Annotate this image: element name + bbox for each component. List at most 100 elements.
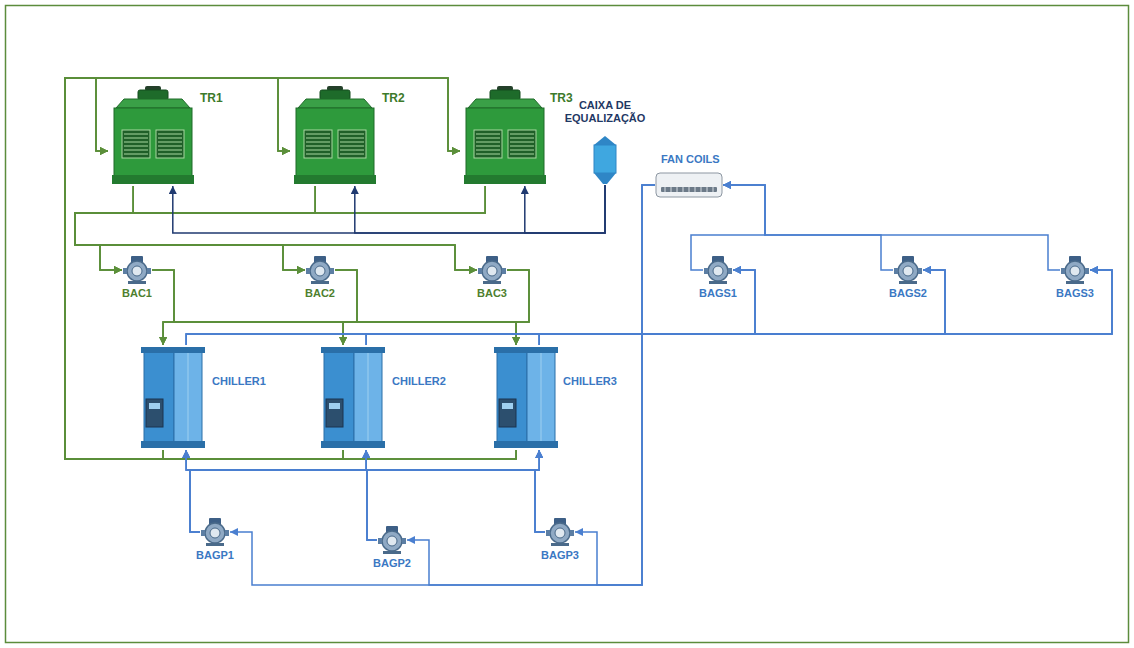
tower-deck <box>298 99 372 108</box>
equipment-label: BAC2 <box>295 287 345 300</box>
condenser-pump: BAC3 <box>477 255 507 285</box>
condenser-pump: BAC1 <box>122 255 152 285</box>
primary-pump-icon <box>377 525 407 555</box>
pipe-connector <box>366 270 1112 345</box>
pump-casing <box>382 531 402 551</box>
pipe-connector <box>75 186 485 270</box>
equipment-label: BAGS1 <box>688 287 748 300</box>
evaporator-shell <box>324 351 354 443</box>
louver-slat <box>476 142 500 143</box>
pipe-connector <box>539 270 1112 345</box>
louver-slat <box>510 138 534 139</box>
condenser-pump-icon <box>122 255 152 285</box>
louver-slat <box>124 150 148 151</box>
louver-slat <box>340 138 364 139</box>
louver-slat <box>306 154 330 155</box>
tank-cone <box>594 173 616 184</box>
tower-body <box>296 108 374 176</box>
fancoil-vane <box>713 187 714 192</box>
primary-pump-icon <box>545 517 575 547</box>
pump-flange <box>123 268 127 274</box>
secondary-pump: BAGS2 <box>893 255 923 285</box>
pump-flange <box>728 268 732 274</box>
pipe-connector <box>366 450 377 540</box>
pump-impeller <box>315 266 325 276</box>
pipe-connector <box>75 186 315 270</box>
secondary-pump-icon <box>893 255 923 285</box>
chiller-base <box>494 441 558 448</box>
chiller-base <box>321 441 385 448</box>
chiller-unit-icon <box>140 345 206 450</box>
pipe-connector <box>186 270 1112 345</box>
chiller-base <box>141 441 205 448</box>
equipment-label: BAGP2 <box>362 557 422 570</box>
shell-highlight <box>368 353 369 441</box>
chiller-unit: CHILLER2 <box>320 345 386 450</box>
pipe-connector <box>355 185 605 233</box>
pipe-connector <box>190 450 539 532</box>
fancoil-housing <box>656 173 722 197</box>
pipe-connector <box>65 78 516 459</box>
louver-slat <box>124 138 148 139</box>
pipe-connector <box>535 450 545 532</box>
secondary-pump: BAGS3 <box>1060 255 1090 285</box>
pump-flange <box>570 530 574 536</box>
louver-slat <box>476 134 500 135</box>
louver-slat <box>306 150 330 151</box>
fancoil-vane <box>671 187 672 192</box>
primary-pump-icon <box>200 517 230 547</box>
pump-impeller <box>487 266 497 276</box>
frame-border <box>6 6 1129 643</box>
louver-slat <box>340 150 364 151</box>
fancoil-vane <box>683 187 684 192</box>
pump-impeller <box>713 266 723 276</box>
pipe-connector <box>65 78 516 459</box>
condenser-shell <box>174 351 202 443</box>
primary-pump: BAGP1 <box>200 517 230 547</box>
pump-flange <box>147 268 151 274</box>
chiller-unit-icon <box>493 345 559 450</box>
pump-flange <box>330 268 334 274</box>
pipe-connector <box>65 78 460 459</box>
equipment-label: FAN COILS <box>661 153 720 166</box>
equipment-label: TR1 <box>200 92 223 105</box>
shell-highlight <box>541 353 542 441</box>
tower-basin <box>294 175 376 184</box>
secondary-pump-icon <box>1060 255 1090 285</box>
control-panel <box>499 399 516 427</box>
pump-flange <box>225 530 229 536</box>
secondary-pump: BAGS1 <box>703 255 733 285</box>
pump-flange <box>378 538 382 544</box>
cooling-tower: TR1 <box>108 86 198 186</box>
louver-panel <box>508 130 536 158</box>
pump-casing <box>310 261 330 281</box>
louver-slat <box>306 134 330 135</box>
tower-basin <box>464 175 546 184</box>
pipe-connector <box>186 450 545 532</box>
cooling-tower: TR2 <box>290 86 380 186</box>
condenser-pump-icon <box>305 255 335 285</box>
tower-basin <box>112 175 194 184</box>
louver-slat <box>158 154 182 155</box>
pump-flange <box>894 268 898 274</box>
equipment-label: BAC1 <box>112 287 162 300</box>
equipment-label: BAGP3 <box>530 549 590 562</box>
louver-slat <box>124 142 148 143</box>
cooling-tower-icon <box>290 86 380 186</box>
fancoil-vane <box>677 187 678 192</box>
pipe-connector <box>723 185 893 270</box>
louver-slat <box>124 134 148 135</box>
fancoil-vane <box>665 187 666 192</box>
pipe-connector <box>525 185 605 233</box>
cooling-tower-icon <box>460 86 550 186</box>
evaporator-shell <box>144 351 174 443</box>
pump-flange <box>402 538 406 544</box>
louver-slat <box>158 150 182 151</box>
fancoil-outlet <box>661 187 717 192</box>
louver-panel <box>474 130 502 158</box>
pipe-connector <box>75 186 315 270</box>
condenser-shell <box>354 351 382 443</box>
pump-impeller <box>1070 266 1080 276</box>
chiller-unit: CHILLER1 <box>140 345 206 450</box>
